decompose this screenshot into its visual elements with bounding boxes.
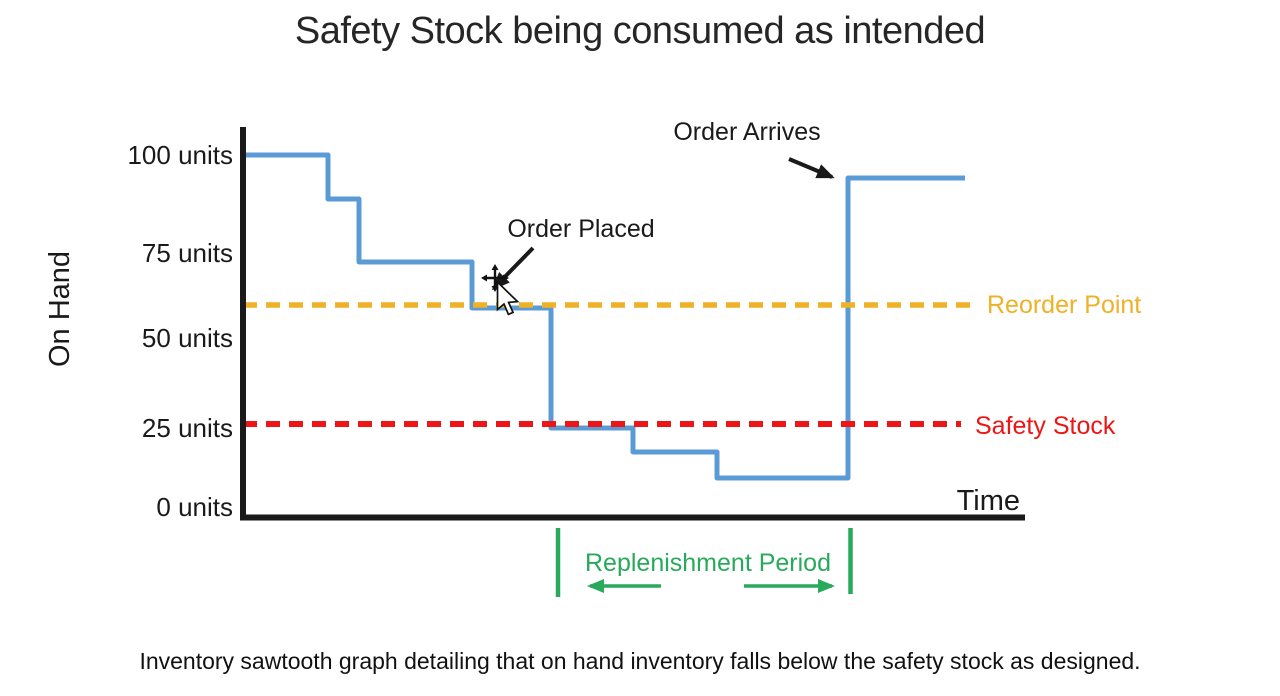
move-pointer-cursor-icon: [481, 264, 520, 316]
order-placed-label: Order Placed: [507, 215, 654, 243]
y-tick-50: 50 units: [142, 323, 233, 353]
move-cross-left-tip: [481, 274, 487, 282]
y-tick-0: 0 units: [156, 492, 233, 522]
caption: Inventory sawtooth graph detailing that …: [139, 648, 1141, 674]
pointer-arrow-icon: [496, 279, 520, 316]
move-cross-right-tip: [503, 274, 509, 282]
y-axis-label: On Hand: [44, 251, 76, 367]
y-tick-100: 100 units: [127, 140, 233, 170]
page-title: Safety Stock being consumed as intended: [294, 10, 986, 52]
safety-stock-label: Safety Stock: [975, 412, 1116, 440]
move-cross-up-tip: [491, 264, 499, 270]
y-tick-75: 75 units: [142, 238, 233, 268]
order-arrives-arrow: [788, 157, 835, 179]
replenishment-period-label: Replenishment Period: [585, 549, 831, 577]
inventory-step-line: [240, 152, 965, 481]
order-placed-arrow: [491, 246, 535, 291]
order-arrives-label: Order Arrives: [673, 118, 820, 146]
move-cross-icon: [486, 269, 504, 287]
y-tick-25: 25 units: [142, 413, 233, 443]
x-axis-label: Time: [957, 485, 1020, 517]
reorder-point-label: Reorder Point: [987, 291, 1141, 319]
